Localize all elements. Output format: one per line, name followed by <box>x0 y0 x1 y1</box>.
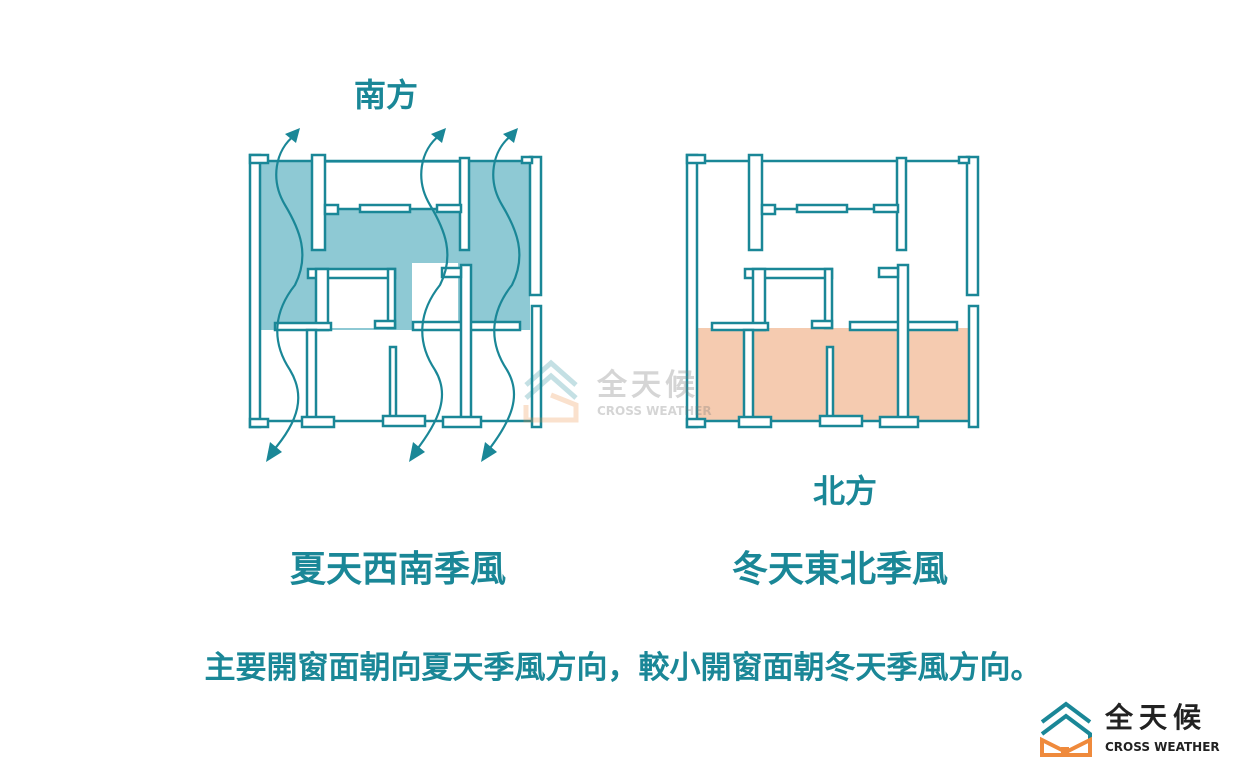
logo-name-en: CROSS WEATHER <box>1105 740 1220 754</box>
north-label: 北方 <box>812 472 878 510</box>
logo-text: 全天候 CROSS WEATHER <box>1105 701 1220 755</box>
wind-arrow-1 <box>271 134 304 453</box>
logo-name-cn: 全天候 <box>1105 701 1208 734</box>
watermark <box>523 359 579 423</box>
watermark-text: 全天候 CROSS WEATHER <box>597 360 712 418</box>
watermark-name-cn: 全天候 <box>597 368 699 403</box>
summer-monsoon-title: 夏天西南季風 <box>289 549 507 590</box>
wind-arrow-3 <box>486 134 521 453</box>
summer-wind-arrows <box>271 134 521 453</box>
south-label: 南方 <box>353 76 419 114</box>
summer-floor-plan <box>248 153 543 429</box>
arrowheads <box>266 128 518 462</box>
cross-weather-logo-mark <box>1040 701 1092 757</box>
caption: 主要開窗面朝向夏天季風方向，較小開窗面朝冬天季風方向。 <box>204 650 1042 686</box>
wind-arrow-2 <box>414 134 449 453</box>
winter-floor-plan <box>685 153 980 429</box>
watermark-name-en: CROSS WEATHER <box>597 404 712 418</box>
winter-monsoon-title: 冬天東北季風 <box>731 549 949 590</box>
